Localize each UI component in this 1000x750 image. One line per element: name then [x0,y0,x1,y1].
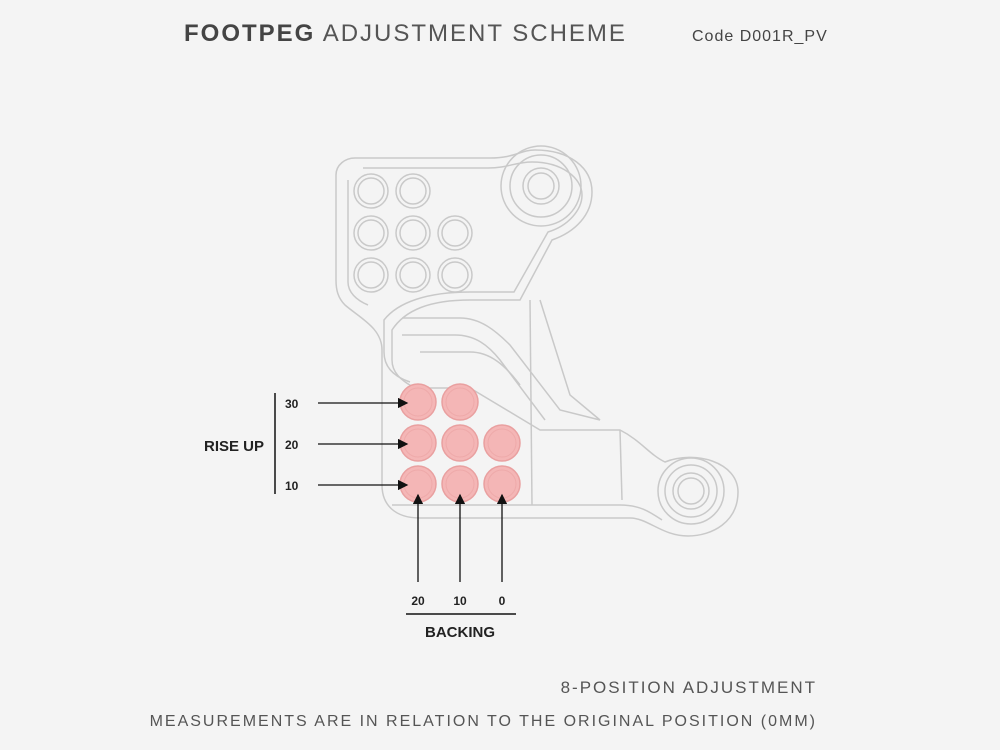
hole [437,215,473,251]
hole [441,261,469,289]
rise-up-value-30: 30 [285,397,299,411]
title-rest: ADJUSTMENT SCHEME [322,20,627,47]
hole [357,177,385,205]
position-hole-30-20 [399,383,437,421]
rise-up-label: RISE UP [204,438,264,455]
upper-hole-grid [353,173,473,293]
backing-axis: 20 10 0 BACKING [406,493,516,641]
adjustment-positions [399,383,521,503]
rise-up-value-10: 10 [285,479,299,493]
hole [399,219,427,247]
hole [399,261,427,289]
position-hole-20-10 [441,424,479,462]
measurement-note: MEASUREMENTS ARE IN RELATION TO THE ORIG… [149,713,817,730]
bottom-pivot-boss [657,457,725,525]
hole [353,173,389,209]
backing-value-10: 10 [453,594,467,608]
position-hole-20-0 [483,424,521,462]
rise-up-value-20: 20 [285,438,299,452]
bracket-outline [335,149,739,537]
title-bold: FOOTPEG [184,20,316,47]
page-title: FOOTPEG ADJUSTMENT SCHEME [184,20,627,48]
position-hole-30-10 [441,383,479,421]
position-hole-20-20 [399,424,437,462]
rise-up-axis: RISE UP 30 20 10 [204,393,409,494]
product-code: Code D001R_PV [692,28,828,45]
hole [353,257,389,293]
positions-caption: 8-POSITION ADJUSTMENT [560,678,817,697]
hole [437,257,473,293]
top-pivot-boss [500,145,582,227]
hole [357,219,385,247]
hole [357,261,385,289]
backing-label: BACKING [425,624,495,641]
hole [399,177,427,205]
hole [441,219,469,247]
backing-value-20: 20 [411,594,425,608]
hole [395,173,431,209]
backing-value-0: 0 [499,594,506,608]
hole [395,257,431,293]
hole [395,215,431,251]
hole [353,215,389,251]
